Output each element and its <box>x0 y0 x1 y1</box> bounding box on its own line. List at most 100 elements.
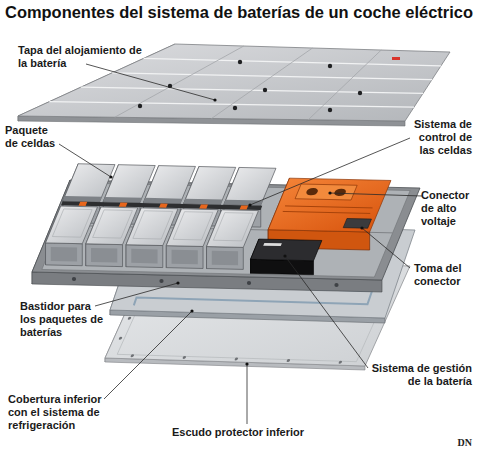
label-wrap: Toma del conector <box>414 262 474 288</box>
cell-control-strip <box>240 205 249 209</box>
part-label: Tapa del alojamiento de la batería <box>18 44 153 70</box>
leader-dot <box>328 191 331 194</box>
publisher-mark: DN <box>458 437 472 449</box>
cell-modules <box>184 199 223 204</box>
cell-modules-front <box>46 206 259 269</box>
part-label: Sistema de control de las celdas <box>406 118 472 157</box>
leader-dot <box>360 226 363 229</box>
cell-modules-front <box>207 210 259 248</box>
leader-dot <box>109 175 112 178</box>
high-voltage-unit <box>285 206 373 208</box>
part-label: Escudo protector inferior <box>172 426 304 439</box>
cell-modules <box>103 197 142 202</box>
part-label: Bastidor para los paquetes de baterías <box>20 300 106 339</box>
battery-lid <box>328 64 332 68</box>
part-label: Sistema de gestión de la batería <box>364 362 472 388</box>
label-wrap: Tapa del alojamiento de la batería <box>18 44 153 70</box>
high-voltage-unit <box>333 189 347 197</box>
label-wrap: Sistema de gestión de la batería <box>364 362 472 388</box>
battery-lid <box>308 50 381 120</box>
high-voltage-unit <box>283 211 371 213</box>
high-voltage-unit <box>268 178 391 250</box>
leader-line <box>330 193 422 196</box>
leader-dot <box>190 309 193 312</box>
cell-control-strip <box>199 204 208 208</box>
leader-line <box>285 256 368 368</box>
part-label: Cobertura inferior con el sistema de ref… <box>8 393 108 432</box>
label-wrap: Paquete de celdas <box>5 124 60 150</box>
part-label: Paquete de celdas <box>5 124 60 150</box>
high-voltage-unit <box>268 178 391 232</box>
leader-dot <box>109 98 363 365</box>
high-voltage-unit <box>305 188 319 196</box>
battery-tray <box>159 279 163 283</box>
cell-modules-front <box>46 206 259 247</box>
battery-lid <box>263 88 267 92</box>
battery-lid <box>358 91 362 95</box>
battery-management-unit <box>251 259 314 274</box>
bottom-shield <box>118 337 122 340</box>
battery-lid <box>138 104 142 108</box>
battery-management-unit <box>251 259 314 274</box>
cell-modules-front <box>213 213 253 241</box>
cell-modules-front <box>126 245 163 268</box>
battery-tray <box>334 283 338 287</box>
battery-lid <box>138 60 362 112</box>
cell-modules-front <box>91 248 117 263</box>
leader-line <box>247 364 248 424</box>
leader-dot <box>176 281 179 284</box>
part-label: Conector de alto voltaje <box>421 189 476 228</box>
leader-line <box>95 283 178 306</box>
high-voltage-unit <box>343 218 371 228</box>
battery-management-unit <box>263 243 282 246</box>
battery-lid <box>115 46 244 117</box>
bottom-shield <box>127 317 131 320</box>
cell-modules-front <box>166 246 203 269</box>
cell-modules <box>63 164 276 205</box>
cell-modules-front <box>52 209 92 237</box>
cell-modules <box>63 196 102 201</box>
label-wrap: Escudo protector inferior <box>172 426 304 439</box>
cell-modules-front <box>133 211 173 239</box>
battery-lid <box>18 44 450 126</box>
leader-line <box>59 144 111 177</box>
high-voltage-unit <box>268 178 391 232</box>
cell-control-strip <box>159 204 168 208</box>
leader-line <box>59 64 422 424</box>
cell-modules-front <box>86 244 123 267</box>
bottom-shield <box>130 354 134 357</box>
battery-management-unit <box>251 239 322 275</box>
leader-dot <box>213 98 216 101</box>
bottom-shield <box>182 356 186 359</box>
bottom-shield <box>234 357 238 360</box>
leader-line <box>362 228 410 268</box>
part-label: Toma del conector <box>414 262 474 288</box>
bottom-shield <box>286 359 290 362</box>
battery-lid <box>212 48 313 119</box>
cell-modules-front <box>51 247 77 262</box>
battery-tray <box>247 281 251 285</box>
cell-modules <box>224 167 276 205</box>
cell-modules-front <box>172 250 198 265</box>
cell-modules-front <box>173 212 213 240</box>
cell-modules-front <box>207 247 244 270</box>
battery-lid <box>18 44 450 121</box>
cell-modules-front <box>93 210 133 238</box>
bottom-shield <box>338 361 342 364</box>
battery-lid <box>233 106 237 110</box>
cell-modules-front <box>131 249 157 264</box>
label-wrap: Conector de alto voltaje <box>421 189 476 228</box>
leader-dot <box>248 203 251 206</box>
battery-lid <box>238 60 242 64</box>
cell-control-strip <box>79 202 88 206</box>
cell-modules <box>144 198 183 203</box>
battery-lid <box>392 57 400 60</box>
high-voltage-unit <box>295 184 357 200</box>
leader-line <box>86 64 215 100</box>
label-wrap: Bastidor para los paquetes de baterías <box>20 300 106 339</box>
cell-modules-front <box>212 251 238 266</box>
label-wrap: DN <box>458 437 472 449</box>
battery-lid <box>328 108 332 112</box>
cell-control-strip <box>119 203 128 207</box>
